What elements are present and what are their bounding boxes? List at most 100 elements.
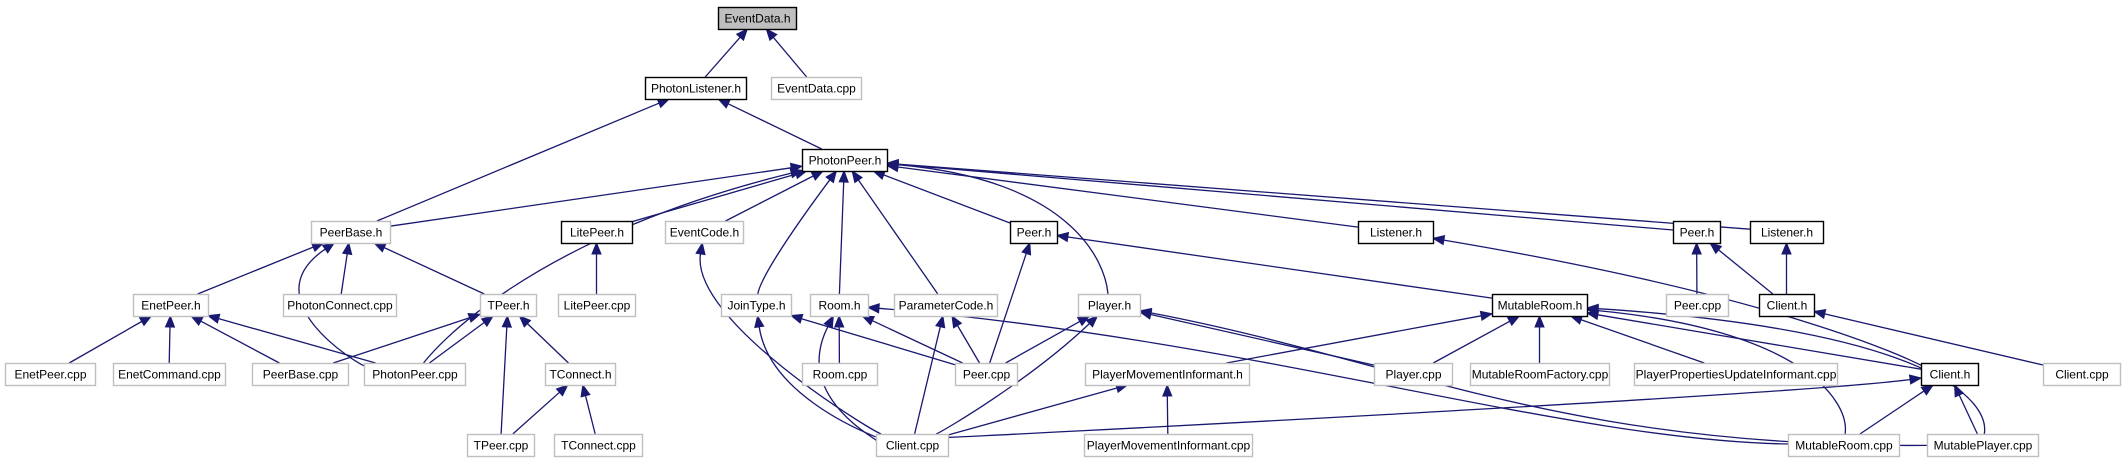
node-label: TPeer.h (487, 299, 529, 313)
edge-arrowhead (1138, 307, 1153, 319)
node-label: Peer.cpp (963, 368, 1011, 382)
edge-arrowhead (1021, 241, 1032, 256)
node-box (893, 293, 999, 318)
node-peerbase-h[interactable]: PeerBase.h (310, 220, 392, 245)
node-label: PeerBase.cpp (263, 368, 339, 382)
node-peer-h-a[interactable]: Peer.h (1009, 220, 1059, 245)
node-eventdata-h: EventData.h (717, 6, 798, 31)
node-label: LitePeer.cpp (564, 299, 631, 313)
node-tconnect-cpp[interactable]: TConnect.cpp (553, 433, 644, 458)
edge-tpeer-cpp-to-tconnect-h (512, 384, 569, 435)
edge-enetpeer-cpp-to-enetpeer-h (68, 315, 153, 364)
edge-line (989, 253, 1027, 364)
node-client-cpp-b[interactable]: Client.cpp (2042, 362, 2122, 387)
node-enetpeer-h[interactable]: EnetPeer.h (132, 293, 210, 318)
node-litepeer-cpp[interactable]: LitePeer.cpp (557, 293, 637, 318)
node-listener-h-a[interactable]: Listener.h (1357, 220, 1435, 245)
edge-arrowhead (656, 98, 671, 109)
node-eventdata-cpp[interactable]: EventData.cpp (770, 76, 863, 101)
edge-mutableroom-cpp-to-client-h-a (1859, 384, 1935, 435)
node-box (132, 293, 210, 318)
edge-line (631, 173, 797, 223)
edge-client-cpp-a-to-parametercode-h (913, 314, 946, 435)
node-playermovementinformant-cpp[interactable]: PlayerMovementInformant.cpp (1083, 433, 1254, 458)
node-parametercode-h[interactable]: ParameterCode.h (893, 293, 999, 318)
node-peer-h-b[interactable]: Peer.h (1672, 220, 1722, 245)
node-box (1926, 433, 2040, 458)
edge-arrowhead (717, 98, 731, 109)
edge-arrowhead (1709, 242, 1723, 255)
node-client-h-b[interactable]: Client.h (1758, 293, 1816, 318)
node-box (644, 76, 748, 101)
node-mutableroomfactory-cpp[interactable]: MutableRoomFactory.cpp (1469, 362, 1611, 387)
node-photonlistener-h[interactable]: PhotonListener.h (644, 76, 748, 101)
node-listener-h-b[interactable]: Listener.h (1749, 220, 1825, 245)
node-box (717, 6, 798, 31)
edge-player-cpp-to-mutableroom-h (1432, 315, 1521, 364)
node-tpeer-h[interactable]: TPeer.h (479, 293, 538, 318)
edge-arrowhead (695, 241, 706, 256)
node-jointype-h[interactable]: JoinType.h (720, 293, 793, 318)
edge-arrowhead (189, 315, 204, 326)
node-box (1084, 362, 1251, 387)
node-player-h[interactable]: Player.h (1077, 293, 1142, 318)
edge-line (197, 246, 314, 295)
edge-line (878, 307, 1789, 445)
node-photonconnect-cpp[interactable]: PhotonConnect.cpp (282, 293, 398, 318)
node-label: Peer.cpp (1674, 299, 1722, 313)
node-box (1469, 362, 1611, 387)
edge-line (1166, 395, 1169, 435)
node-box (801, 362, 879, 387)
edge-client-cpp-a-to-player-h (935, 315, 1099, 435)
node-photonpeer-h[interactable]: PhotonPeer.h (801, 148, 889, 173)
node-litepeer-h[interactable]: LitePeer.h (560, 220, 634, 245)
node-mutableroom-h[interactable]: MutableRoom.h (1491, 293, 1589, 318)
node-label: PhotonConnect.cpp (287, 299, 393, 313)
node-mutableplayer-cpp[interactable]: MutablePlayer.cpp (1926, 433, 2040, 458)
node-playerpropertiesupdateinformant-cpp[interactable]: PlayerPropertiesUpdateInformant.cpp (1633, 362, 1839, 387)
edge-tpeer-cpp-to-tpeer-h (500, 314, 513, 435)
node-photonpeer-cpp[interactable]: PhotonPeer.cpp (363, 362, 467, 387)
edge-arrowhead (480, 315, 495, 328)
node-label: EventCode.h (670, 226, 739, 240)
node-mutableroom-cpp[interactable]: MutableRoom.cpp (1787, 433, 1901, 458)
edge-peer-cpp-a-to-peer-h-a (989, 241, 1032, 364)
node-player-cpp[interactable]: Player.cpp (1373, 362, 1454, 387)
edge-client-h-b-to-listener-h-b (1781, 241, 1792, 294)
node-peerbase-cpp[interactable]: PeerBase.cpp (251, 362, 350, 387)
node-peer-cpp-b[interactable]: Peer.cpp (1665, 293, 1730, 318)
edge-arrowhead (866, 303, 880, 314)
node-label: Peer.h (1017, 226, 1052, 240)
node-tconnect-h[interactable]: TConnect.h (544, 362, 617, 387)
edge-line (1432, 320, 1511, 364)
node-client-h-a[interactable]: Client.h (1920, 362, 1980, 387)
node-room-h[interactable]: Room.h (809, 293, 870, 318)
node-label: Player.cpp (1385, 368, 1441, 382)
edge-playermovementinformant-cpp-to-playermovementinformant-h (1162, 383, 1173, 435)
edge-arrowhead (789, 313, 804, 324)
edge-arrowhead (321, 242, 336, 254)
edge-line (897, 163, 1751, 230)
node-label: TConnect.cpp (561, 439, 636, 453)
edge-peer-cpp-a-to-room-h (861, 315, 963, 364)
node-tpeer-cpp[interactable]: TPeer.cpp (466, 433, 536, 458)
node-box (1665, 293, 1730, 318)
node-playermovementinformant-h[interactable]: PlayerMovementInformant.h (1084, 362, 1251, 387)
edge-client-cpp-b-to-client-h-b (1812, 308, 2044, 366)
node-box (664, 220, 745, 245)
edge-litepeer-cpp-to-litepeer-h (591, 241, 602, 294)
edge-line (500, 326, 508, 435)
node-peer-cpp-a[interactable]: Peer.cpp (954, 362, 1019, 387)
node-enetpeer-cpp[interactable]: EnetPeer.cpp (4, 362, 97, 387)
node-box (1491, 293, 1589, 318)
edge-line (584, 395, 596, 435)
node-eventcode-h[interactable]: EventCode.h (664, 220, 745, 245)
node-client-cpp-a[interactable]: Client.cpp (875, 433, 950, 458)
edge-line (1580, 319, 1705, 364)
node-label: PhotonPeer.cpp (372, 368, 458, 382)
node-box (809, 293, 870, 318)
node-room-cpp[interactable]: Room.cpp (801, 362, 879, 387)
node-enetcommand-cpp[interactable]: EnetCommand.cpp (112, 362, 227, 387)
edge-photonpeer-cpp-to-tpeer-h (429, 315, 495, 364)
